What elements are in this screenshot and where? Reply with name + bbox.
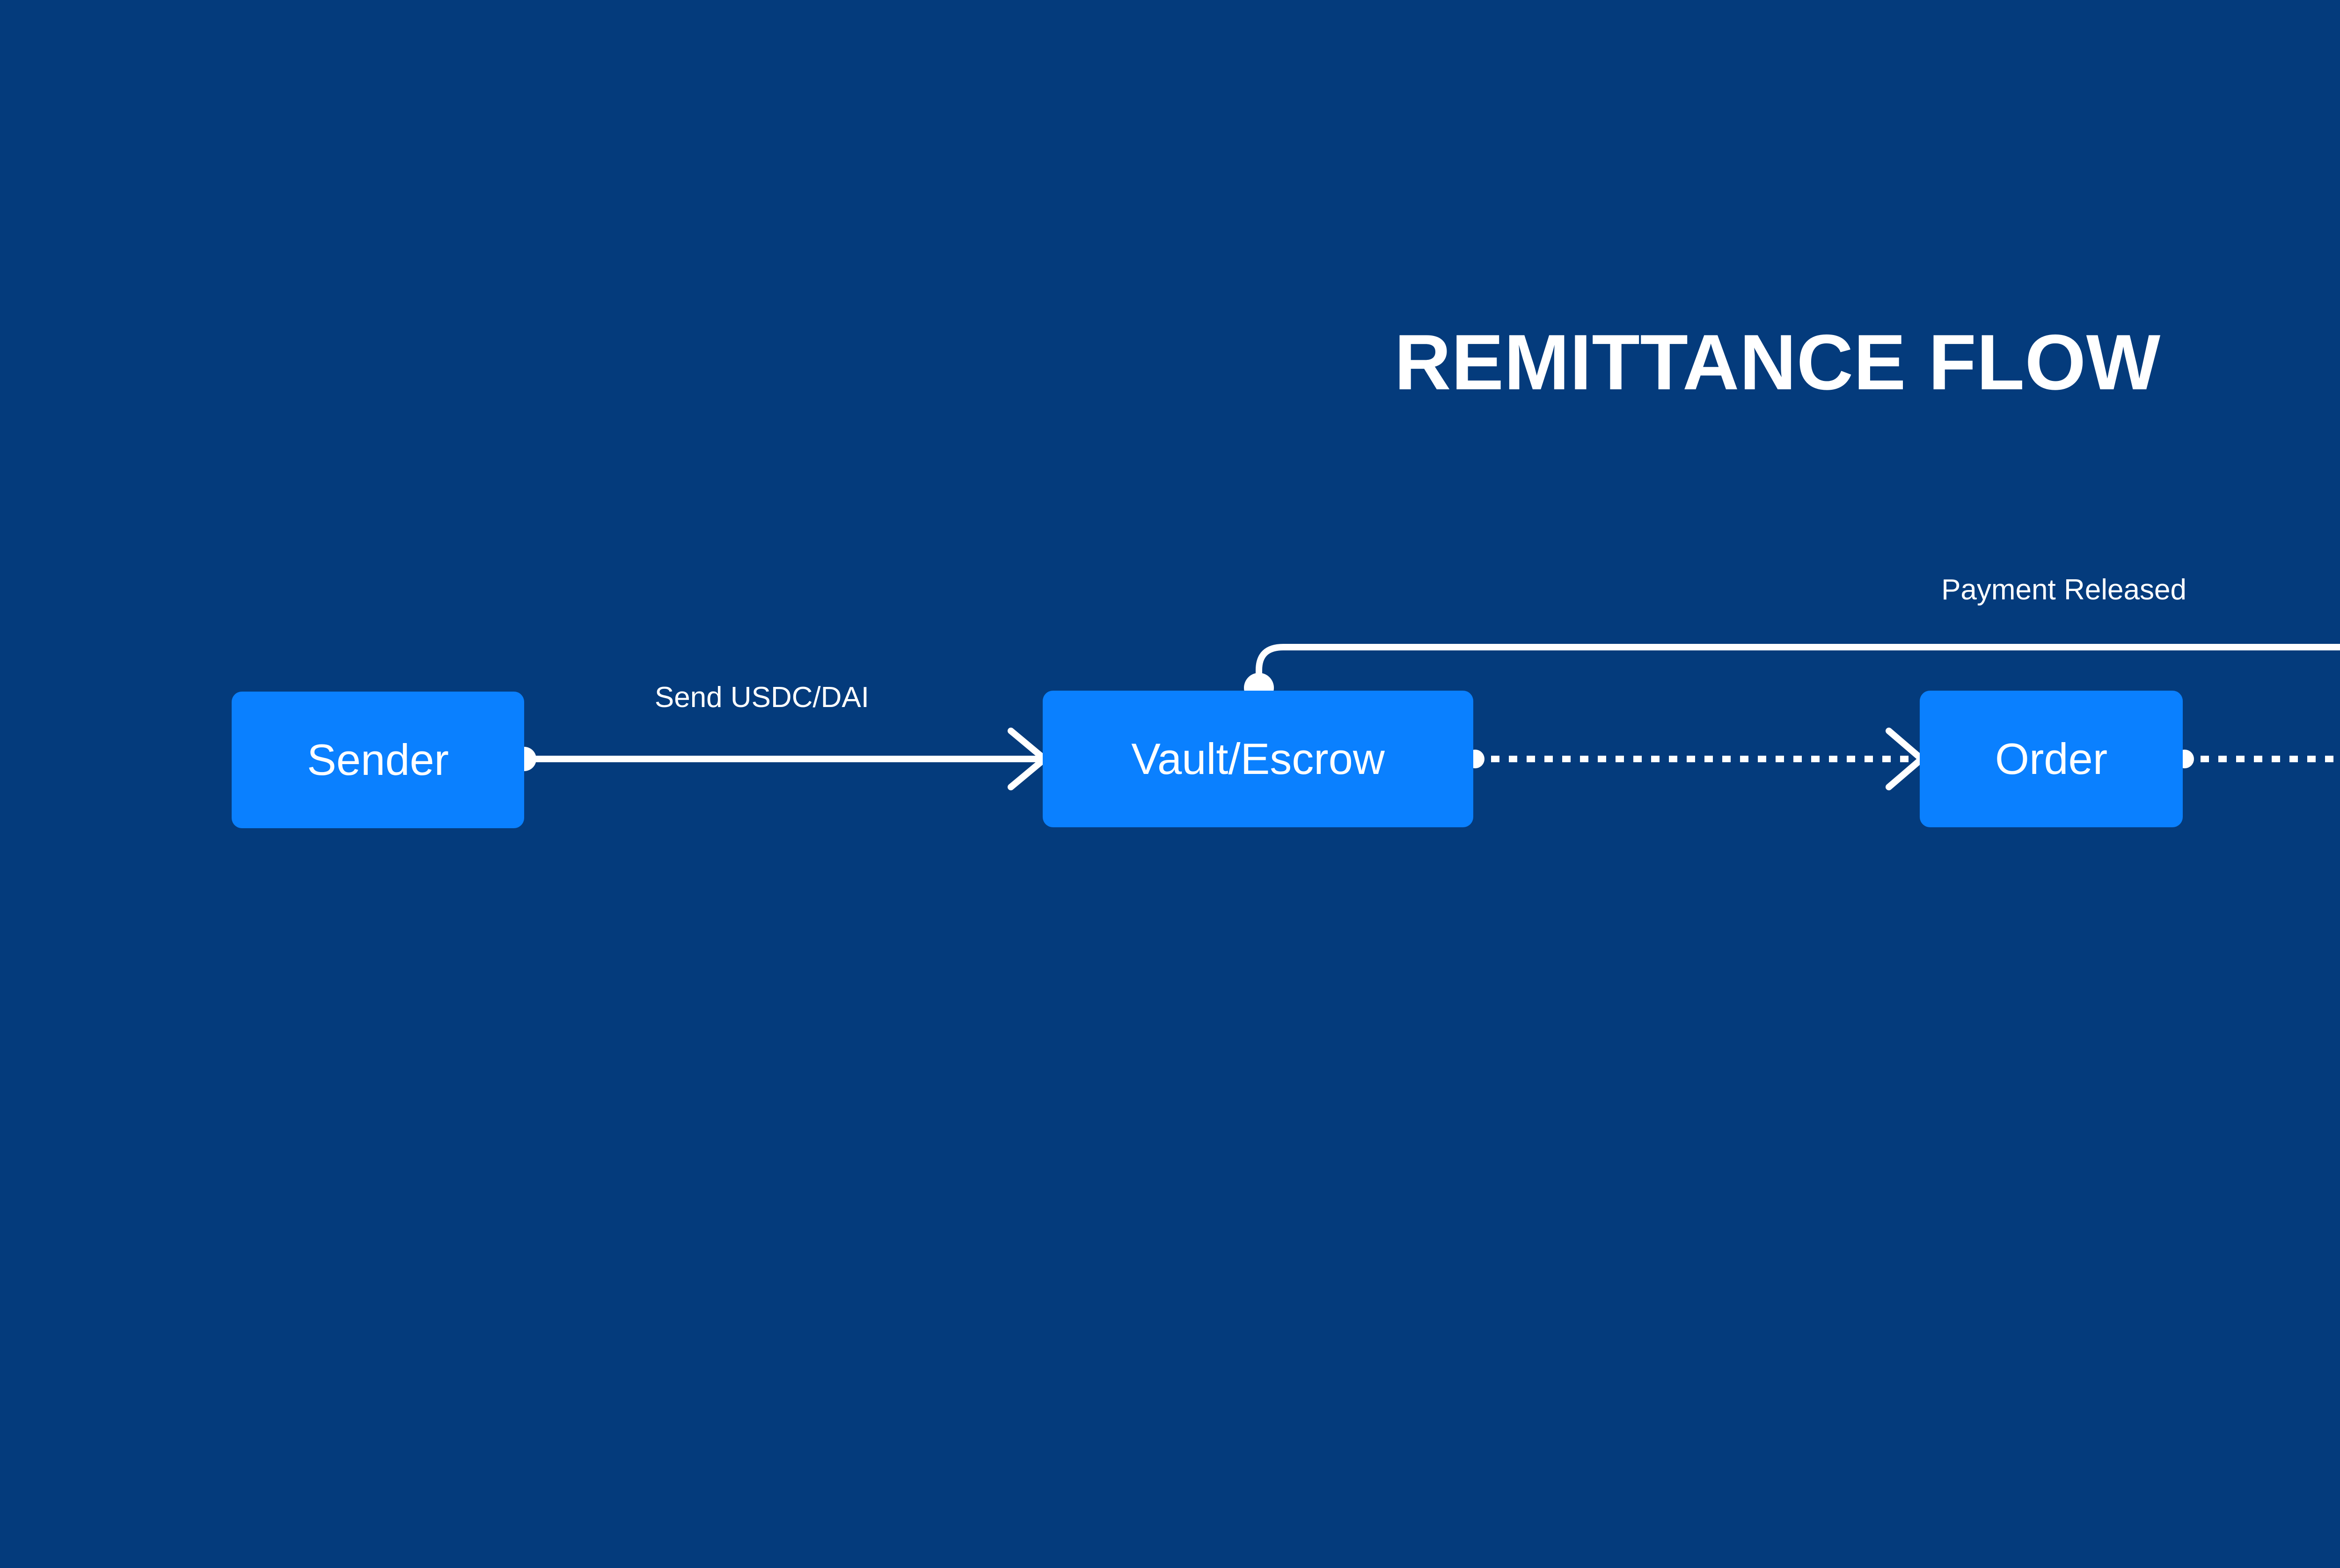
page-title: REMITTANCE FLOW (1394, 318, 2161, 406)
edge-vault-order (1466, 728, 1925, 790)
edge-send-usdc (512, 728, 1048, 790)
node-vault-escrow[interactable]: Vault/Escrow (1043, 691, 1473, 827)
edge-label-send-usdc: Send USDC/DAI (654, 681, 870, 714)
node-order[interactable]: Order (1920, 691, 2183, 827)
edge-line (1256, 644, 2340, 688)
edge-order-settler (2175, 750, 2340, 768)
edge-label-payment-released: Payment Released (1941, 574, 2186, 606)
node-sender-source[interactable]: Sender (232, 692, 524, 828)
